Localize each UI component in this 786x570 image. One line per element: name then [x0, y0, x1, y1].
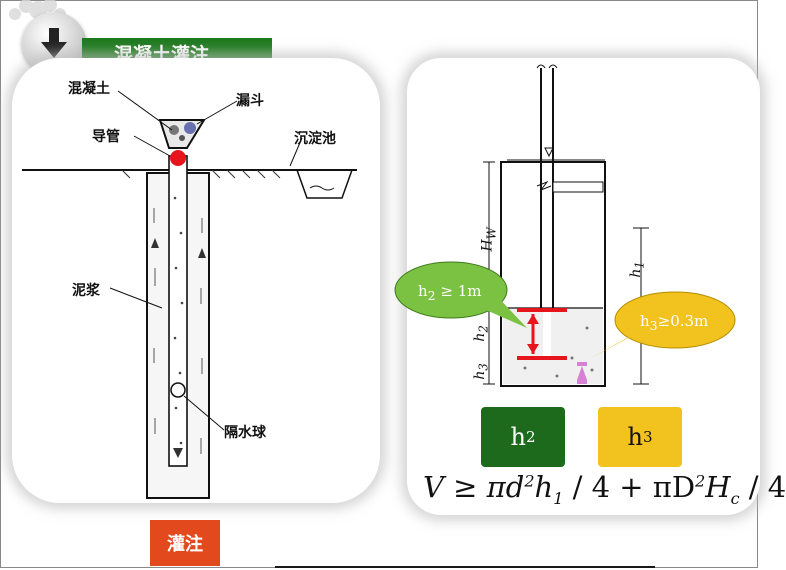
h3-condition-bubble: h3≥0.3m: [640, 312, 709, 333]
arrow-down-icon: [41, 28, 67, 58]
label-h2-axis: h2: [471, 325, 491, 342]
depth-schematic: [394, 64, 736, 387]
label-water-ball: 隔水球: [224, 425, 266, 441]
h2-condition-bubble: h2 ≥ 1m: [418, 282, 482, 303]
bottom-divider: [275, 566, 655, 568]
label-mud: 泥浆: [72, 283, 100, 299]
depth-diagram-panel: HW h1 h2 h3: [394, 58, 760, 515]
pour-button[interactable]: 灌注: [150, 520, 220, 566]
volume-formula: V ≥ πd2h1 / 4 + πD2Hc / 4: [423, 470, 786, 508]
label-conduit: 导管: [92, 129, 120, 145]
label-hopper: 漏斗: [236, 93, 264, 109]
flower-decoration-icon: [9, 0, 66, 20]
label-concrete: 混凝土: [68, 81, 110, 97]
label-h1: h1: [627, 261, 647, 278]
label-settling-tank: 沉淀池: [294, 131, 336, 147]
label-hw: HW: [479, 227, 499, 252]
pouring-diagram-panel: 混凝土 漏斗 导管 沉淀池 泥浆 隔水球: [12, 58, 380, 503]
borehole-schematic: [22, 90, 357, 499]
label-h3-axis: h3: [471, 363, 491, 380]
